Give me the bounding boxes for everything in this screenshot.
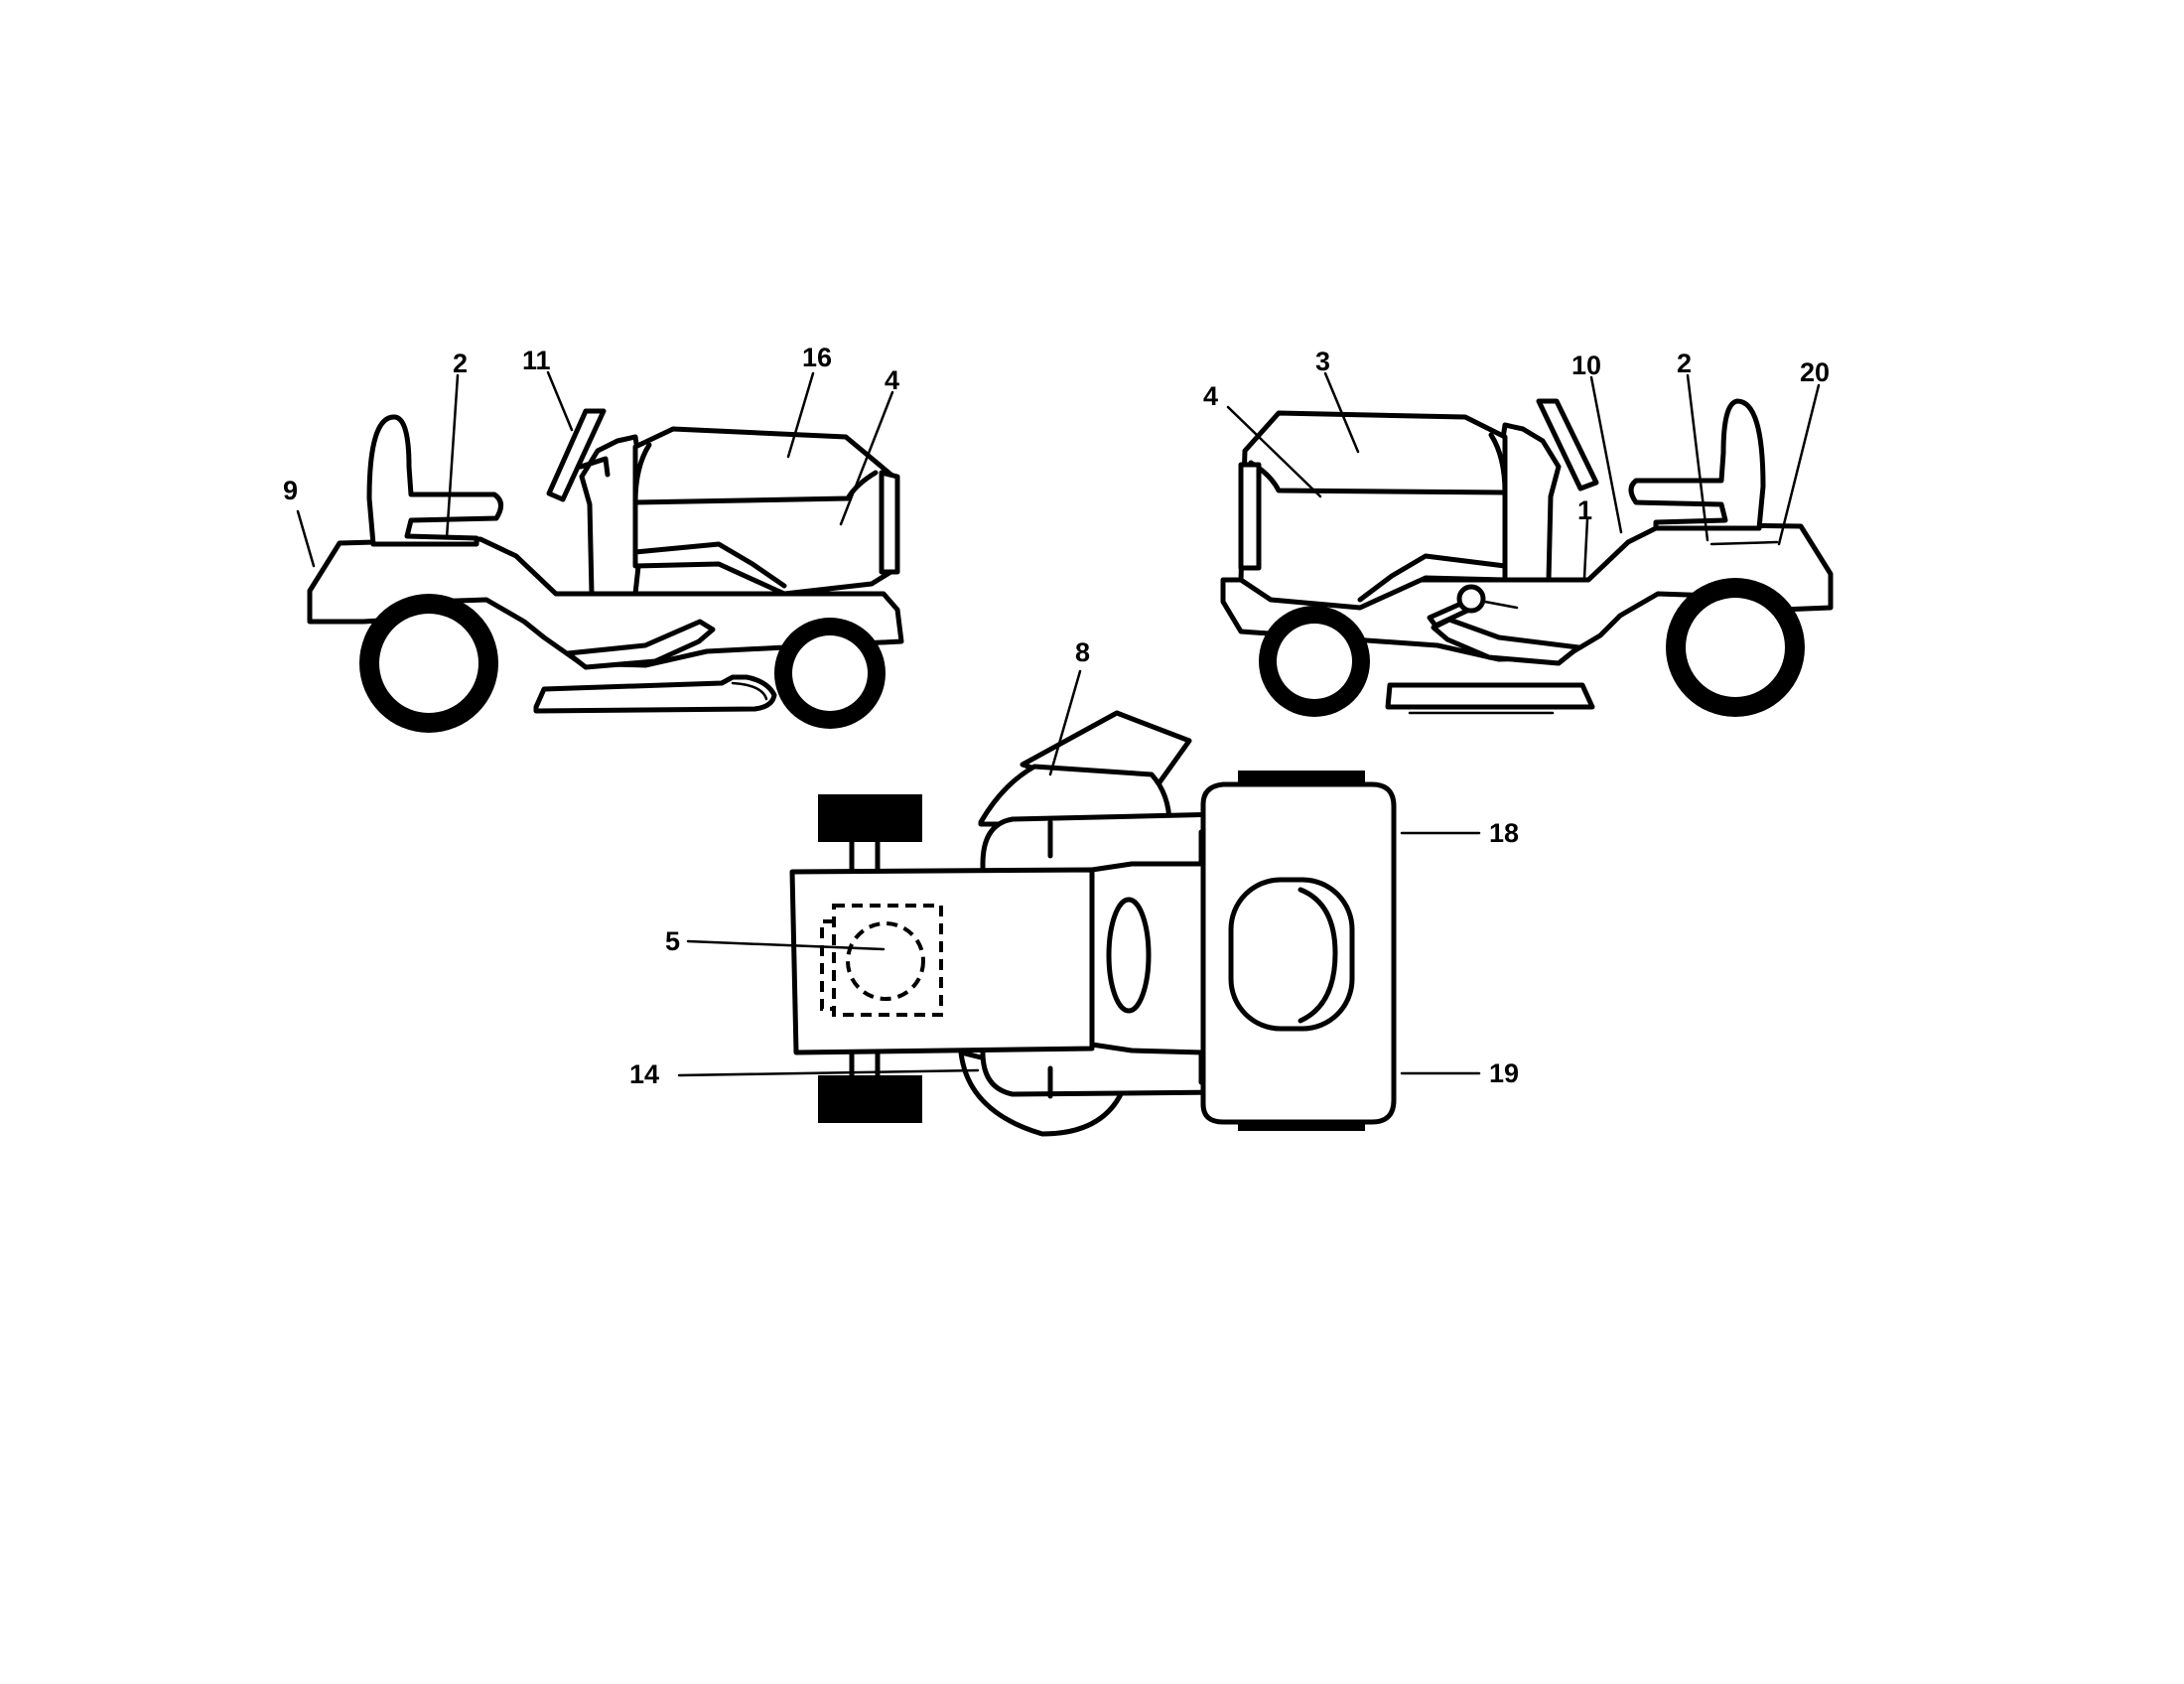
footrest [565, 619, 716, 670]
seat [1628, 398, 1766, 531]
callout-20-right: 20 [1800, 357, 1830, 387]
callout-1-right: 1 [1577, 495, 1592, 525]
callout-19-top: 19 [1489, 1058, 1519, 1088]
top-view-leaders [677, 669, 1481, 1077]
grille [879, 470, 900, 575]
top-front-tire-lower [818, 1075, 922, 1123]
engine-decal-circle [846, 921, 925, 1001]
steering-wheel [546, 408, 607, 502]
right-view-leaders [1226, 371, 1821, 580]
callout-5-top: 5 [665, 926, 680, 956]
left-side-view [307, 408, 904, 733]
callout-9-left: 9 [283, 476, 298, 505]
callout-2-right: 2 [1677, 349, 1692, 378]
top-view [789, 710, 1397, 1137]
callout-11-left: 11 [522, 346, 551, 375]
callout-18-top: 18 [1489, 818, 1519, 848]
right-side-view [1220, 398, 1834, 717]
top-front-tire-upper [818, 794, 922, 842]
steering-wheel [1536, 398, 1599, 491]
callout-10-right: 10 [1571, 351, 1601, 380]
engine-decal-outline [832, 904, 943, 1017]
hood [1238, 410, 1508, 611]
footrest [1431, 617, 1581, 666]
top-seat [1228, 877, 1355, 1032]
left-view-leaders [296, 370, 894, 568]
hood [632, 426, 900, 597]
steering-wheel-top [1106, 897, 1152, 1014]
callout-4-right: 4 [1203, 381, 1218, 411]
callout-8-top: 8 [1075, 637, 1090, 667]
mower-deck [533, 674, 777, 714]
callout-3-right: 3 [1315, 347, 1330, 376]
seat [366, 414, 503, 547]
grille [1238, 462, 1262, 571]
callout-4-left: 4 [885, 365, 899, 395]
callout-16-left: 16 [802, 343, 832, 372]
callout-14-top: 14 [629, 1059, 659, 1089]
callout-2-left: 2 [453, 349, 468, 378]
mower-deck [1385, 682, 1595, 710]
